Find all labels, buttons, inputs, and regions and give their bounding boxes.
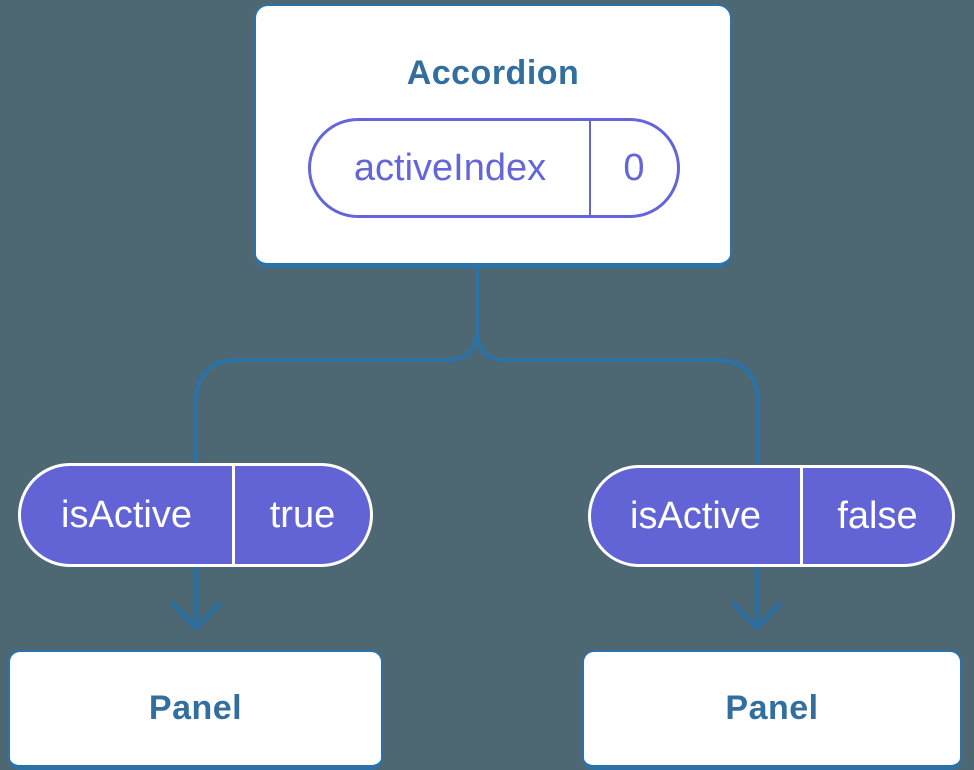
arrow-down-left-head [170,601,222,631]
prop-pill-activeindex: activeIndex 0 [308,118,680,218]
panel-right-label: Panel [725,689,819,727]
state-pill-isactive-false: isActive false [588,465,955,567]
panel-left-label: Panel [148,689,243,727]
accordion-component-card: Accordion activeIndex 0 [254,4,732,268]
panel-component-card-right: Panel [582,650,962,770]
connector-root-to-left [194,266,479,470]
accordion-title: Accordion [406,54,580,92]
state-value-label: false [837,494,918,537]
prop-value-label: 0 [589,121,677,215]
arrow-down-right-head [731,601,783,631]
state-pill-isactive-true: isActive true [18,463,373,567]
state-name-label: isActive [591,468,803,564]
state-value-label: true [269,493,336,536]
prop-name-label: activeIndex [353,146,547,189]
connector-root-to-right [475,328,760,472]
panel-component-card-left: Panel [8,650,383,770]
state-name-label: isActive [21,466,235,564]
